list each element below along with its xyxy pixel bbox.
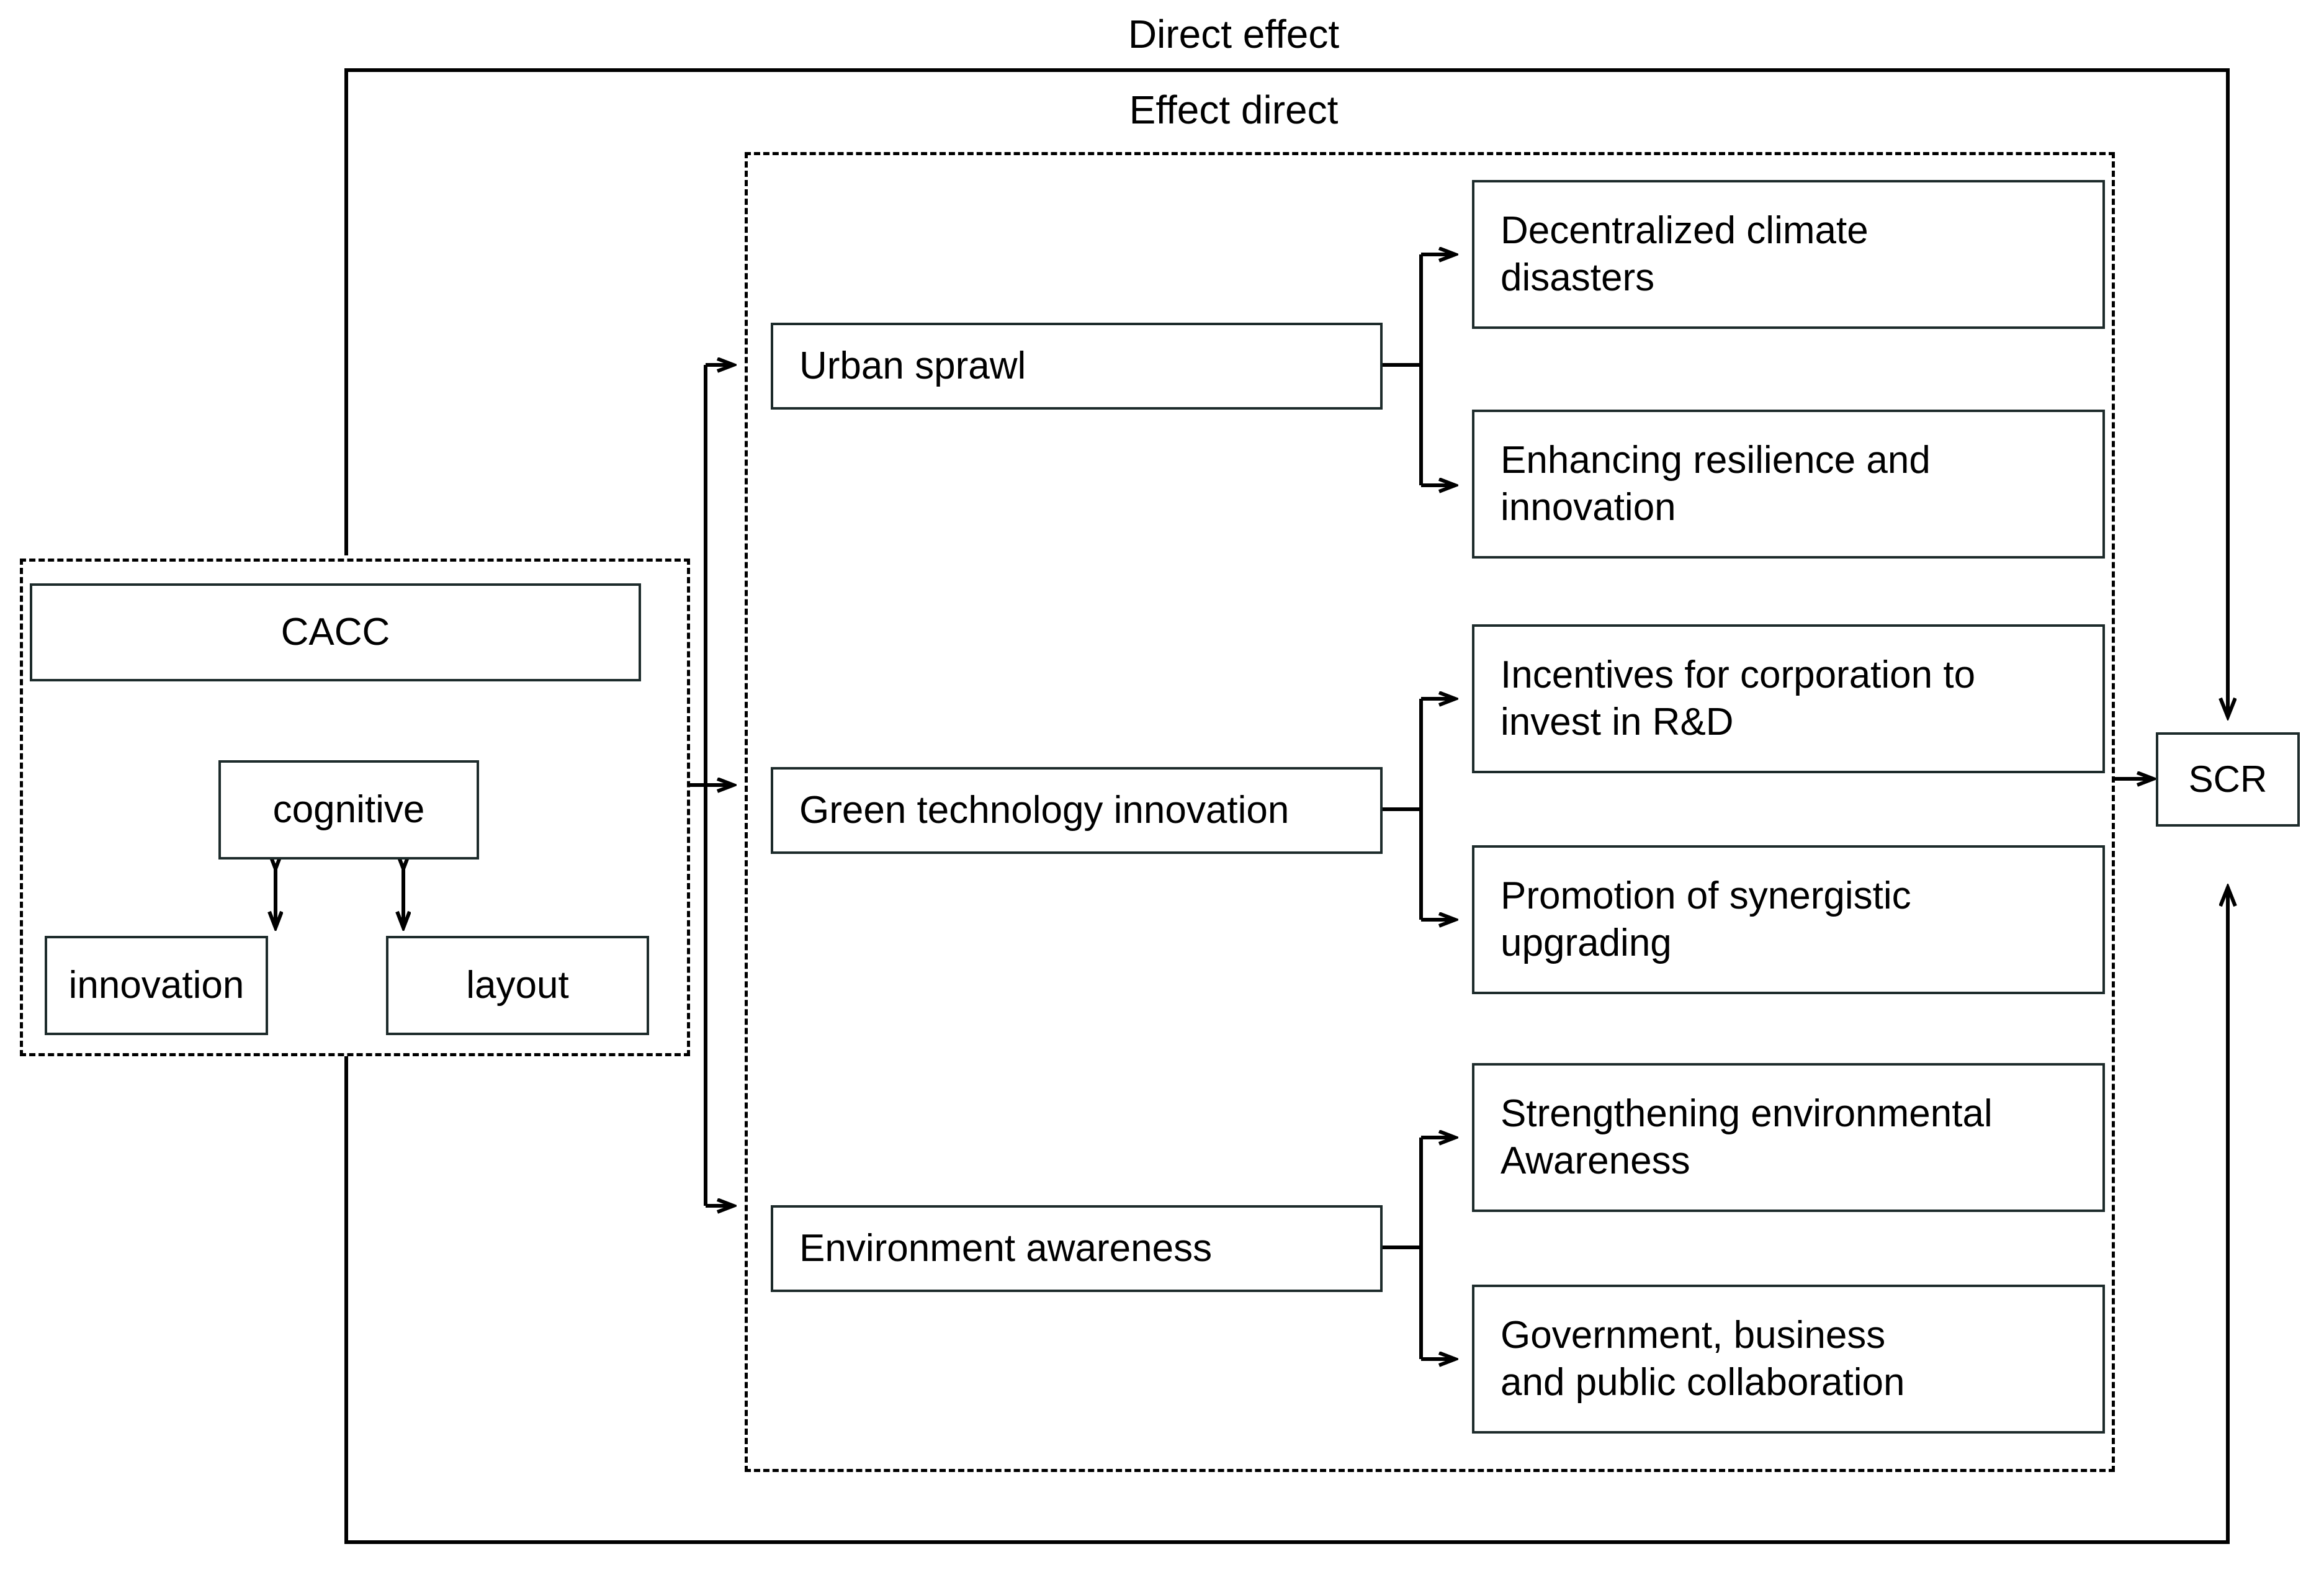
node-outcome-promotion-of-synergistic-upgrading-label: Promotion of synergistic upgrading [1501,874,1911,964]
node-urban-sprawl-label: Urban sprawl [799,344,1026,388]
node-innovation[interactable]: innovation [45,936,268,1035]
caption-effect-direct: Effect direct [1129,88,1339,132]
node-outcome-decentralized-climate-disasters-label: Decentralized climate disasters [1501,209,1869,299]
node-environment-awareness[interactable]: Environment awareness [771,1205,1383,1292]
node-green-technology-innovation-label: Green technology innovation [799,789,1290,832]
node-outcome-strengthening-environmental-awareness[interactable]: Strengthening environmental Awareness [1472,1063,2105,1212]
node-outcome-incentives-for-corporation-to-invest-in-rd-label: Incentives for corporation to invest in … [1501,653,1976,743]
caption-direct-effect: Direct effect [1128,12,1340,56]
node-innovation-label: innovation [68,964,245,1007]
source-group-boundary [20,559,690,1056]
node-environment-awareness-label: Environment awareness [799,1227,1213,1270]
node-layout-label: layout [466,964,569,1007]
node-scr-label: SCR [2188,758,2268,801]
node-outcome-enhancing-resilience-and-innovation-label: Enhancing resilience and innovation [1501,439,1931,529]
node-urban-sprawl[interactable]: Urban sprawl [771,323,1383,410]
mediator-group-boundary [745,152,2115,1472]
node-cognitive-label: cognitive [272,788,425,832]
node-outcome-strengthening-environmental-awareness-label: Strengthening environmental Awareness [1501,1092,1993,1182]
node-outcome-promotion-of-synergistic-upgrading[interactable]: Promotion of synergistic upgrading [1472,845,2105,994]
node-outcome-enhancing-resilience-and-innovation[interactable]: Enhancing resilience and innovation [1472,410,2105,559]
node-outcome-government-business-and-public-collaboration-label: Government, business and public collabor… [1501,1314,1905,1404]
node-outcome-incentives-for-corporation-to-invest-in-rd[interactable]: Incentives for corporation to invest in … [1472,624,2105,773]
edge-source-to-mediators [689,365,734,1206]
node-cacc-label: CACC [280,611,390,654]
node-green-technology-innovation[interactable]: Green technology innovation [771,767,1383,854]
node-outcome-government-business-and-public-collaboration[interactable]: Government, business and public collabor… [1472,1285,2105,1434]
node-cognitive[interactable]: cognitive [218,760,479,860]
node-scr[interactable]: SCR [2156,732,2300,827]
node-layout[interactable]: layout [386,936,649,1035]
node-cacc[interactable]: CACC [30,583,641,681]
node-outcome-decentralized-climate-disasters[interactable]: Decentralized climate disasters [1472,180,2105,329]
